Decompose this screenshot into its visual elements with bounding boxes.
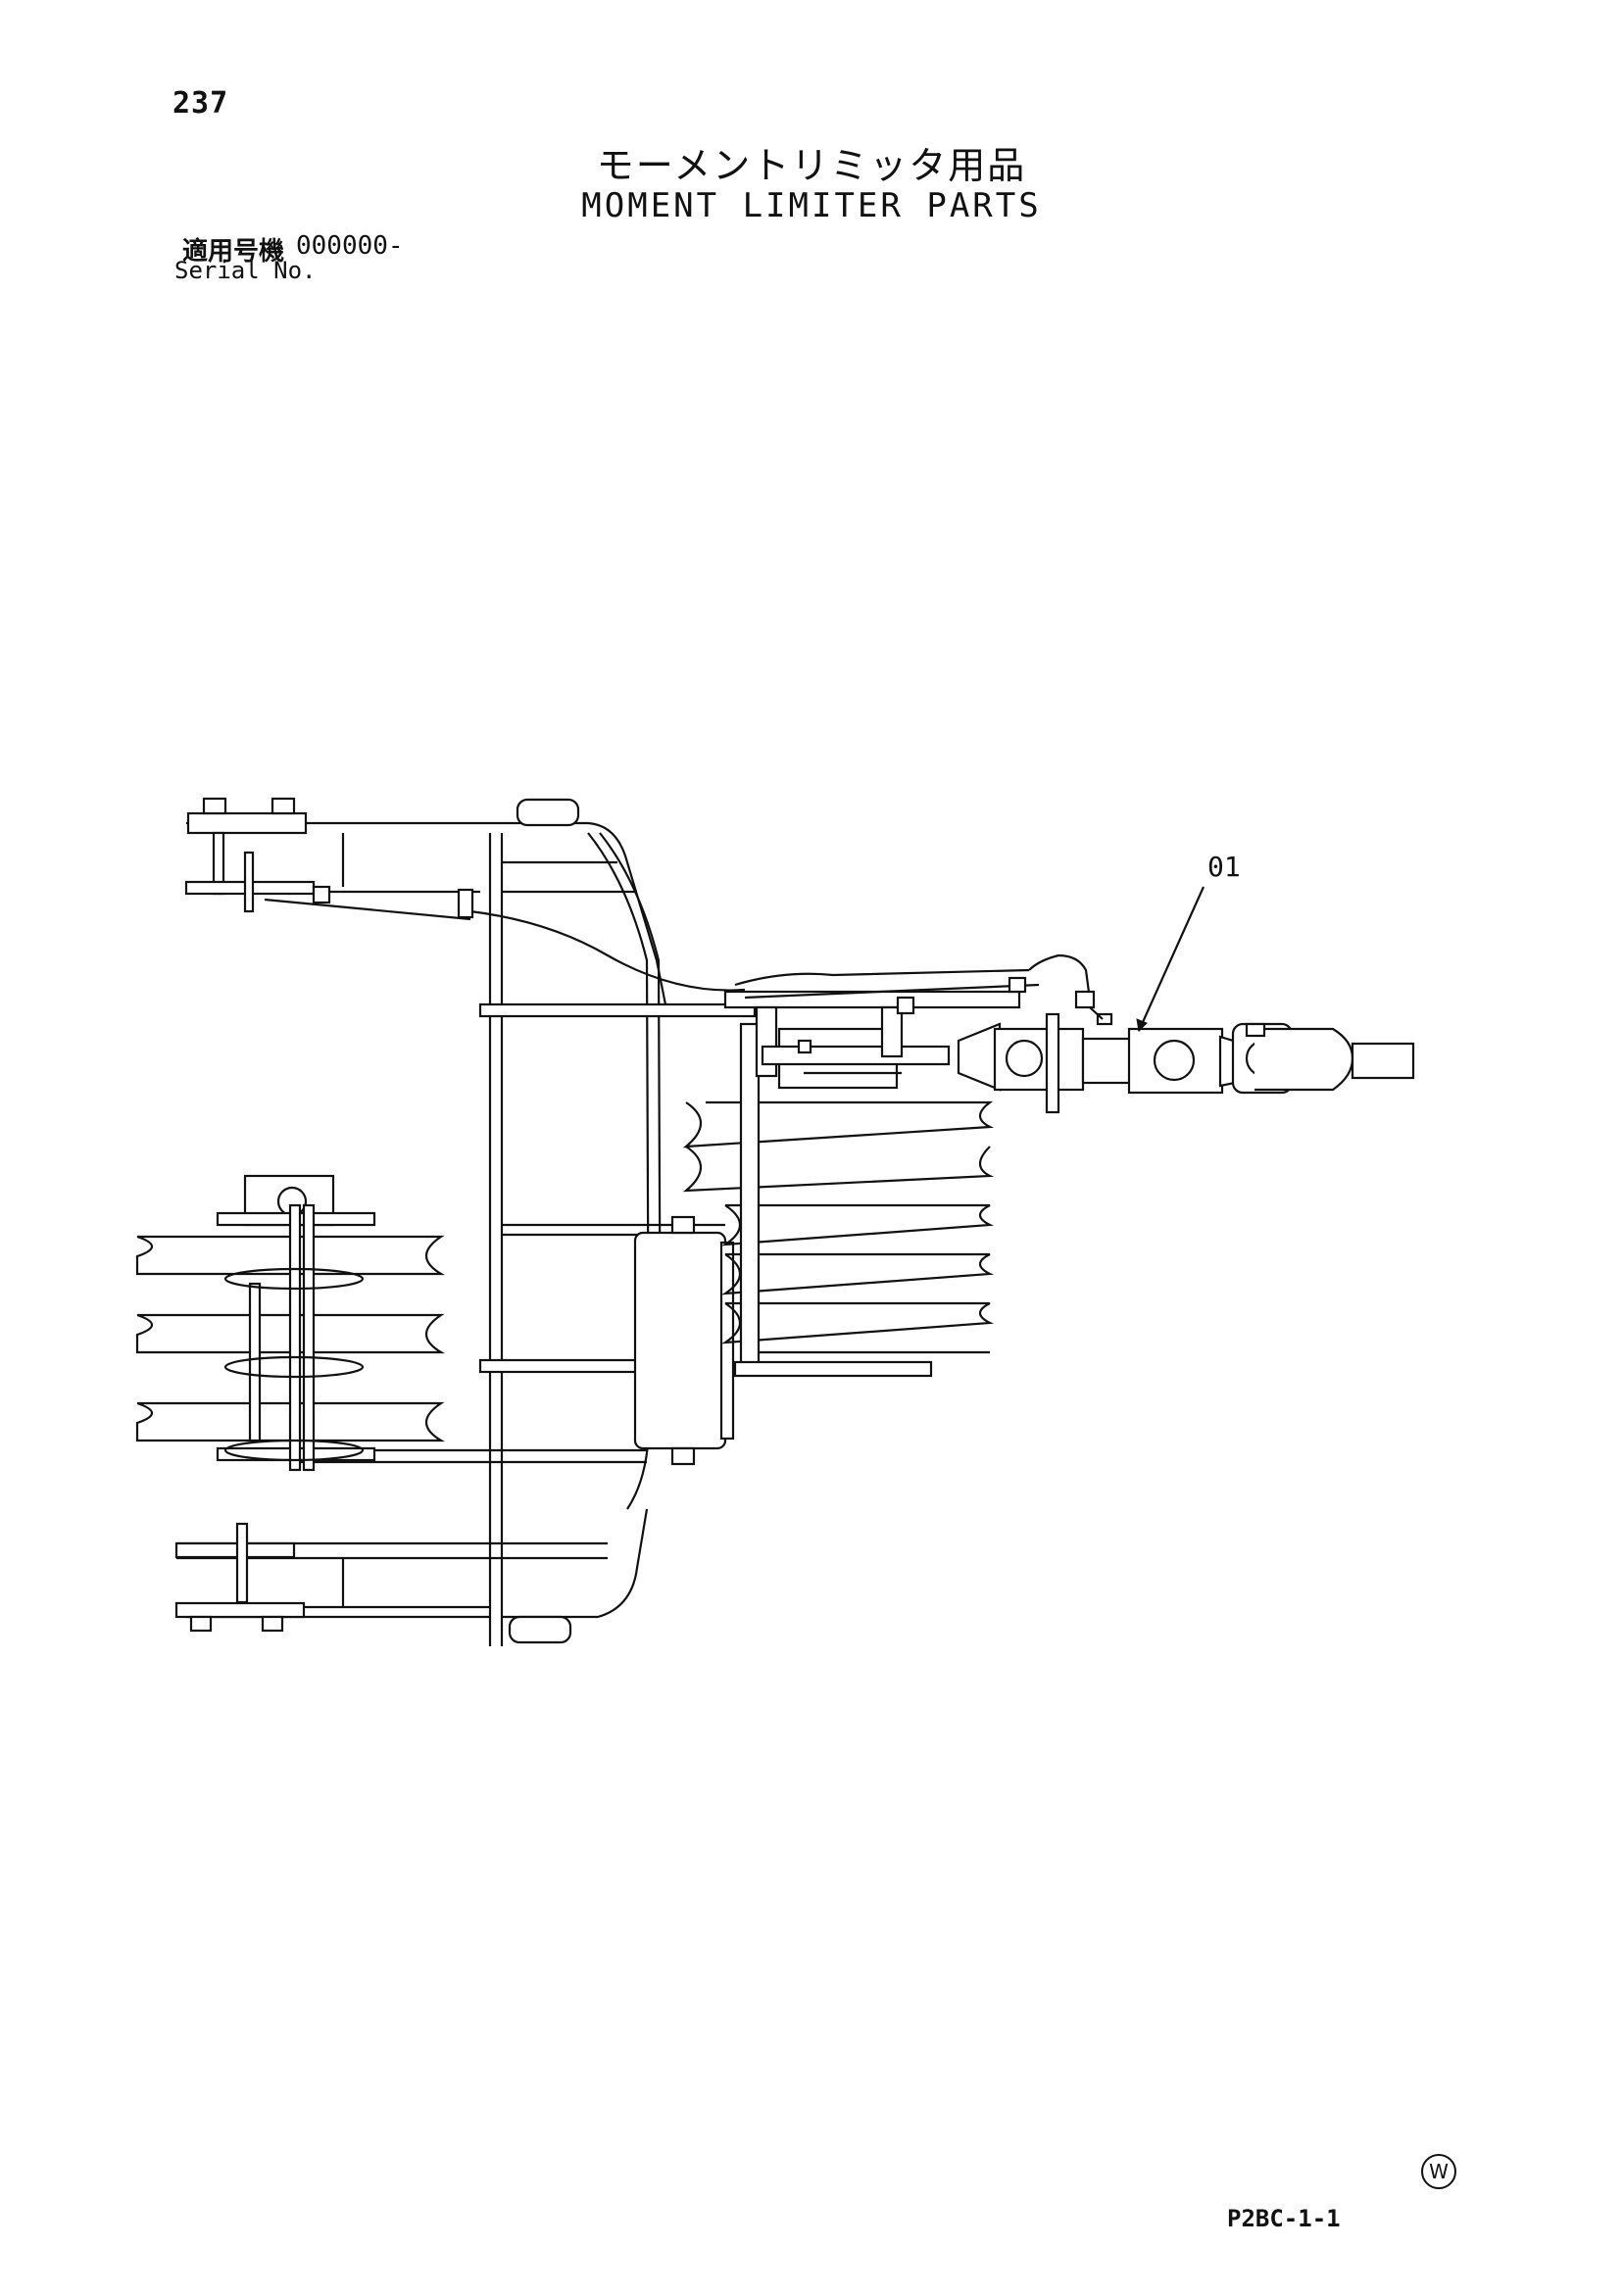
sheave-stack-left [135, 1174, 445, 1472]
serial-label-english: Serial No. [174, 257, 317, 284]
upper-pin-bracket [184, 797, 474, 919]
sheave-stack-right [682, 1022, 995, 1378]
leader-line-01 [1136, 886, 1205, 1033]
load-cell-linkage [723, 953, 1415, 1114]
page-number: 237 [172, 86, 229, 121]
title-japanese: モーメントリミッタ用品 [596, 144, 1027, 187]
serial-label-japanese: 適用号機 [182, 237, 285, 267]
serial-number-value: 000000- [296, 231, 404, 261]
lower-pin-bracket [174, 1522, 345, 1633]
cylinder-housing [633, 1215, 735, 1466]
part-callout-01: 01 [1207, 851, 1241, 883]
drawing-code: P2BC-1-1 [1227, 2205, 1341, 2232]
copyright-mark: W [1421, 2154, 1456, 2189]
boom-frame [176, 798, 757, 1646]
title-english: MOMENT LIMITER PARTS [581, 186, 1042, 225]
